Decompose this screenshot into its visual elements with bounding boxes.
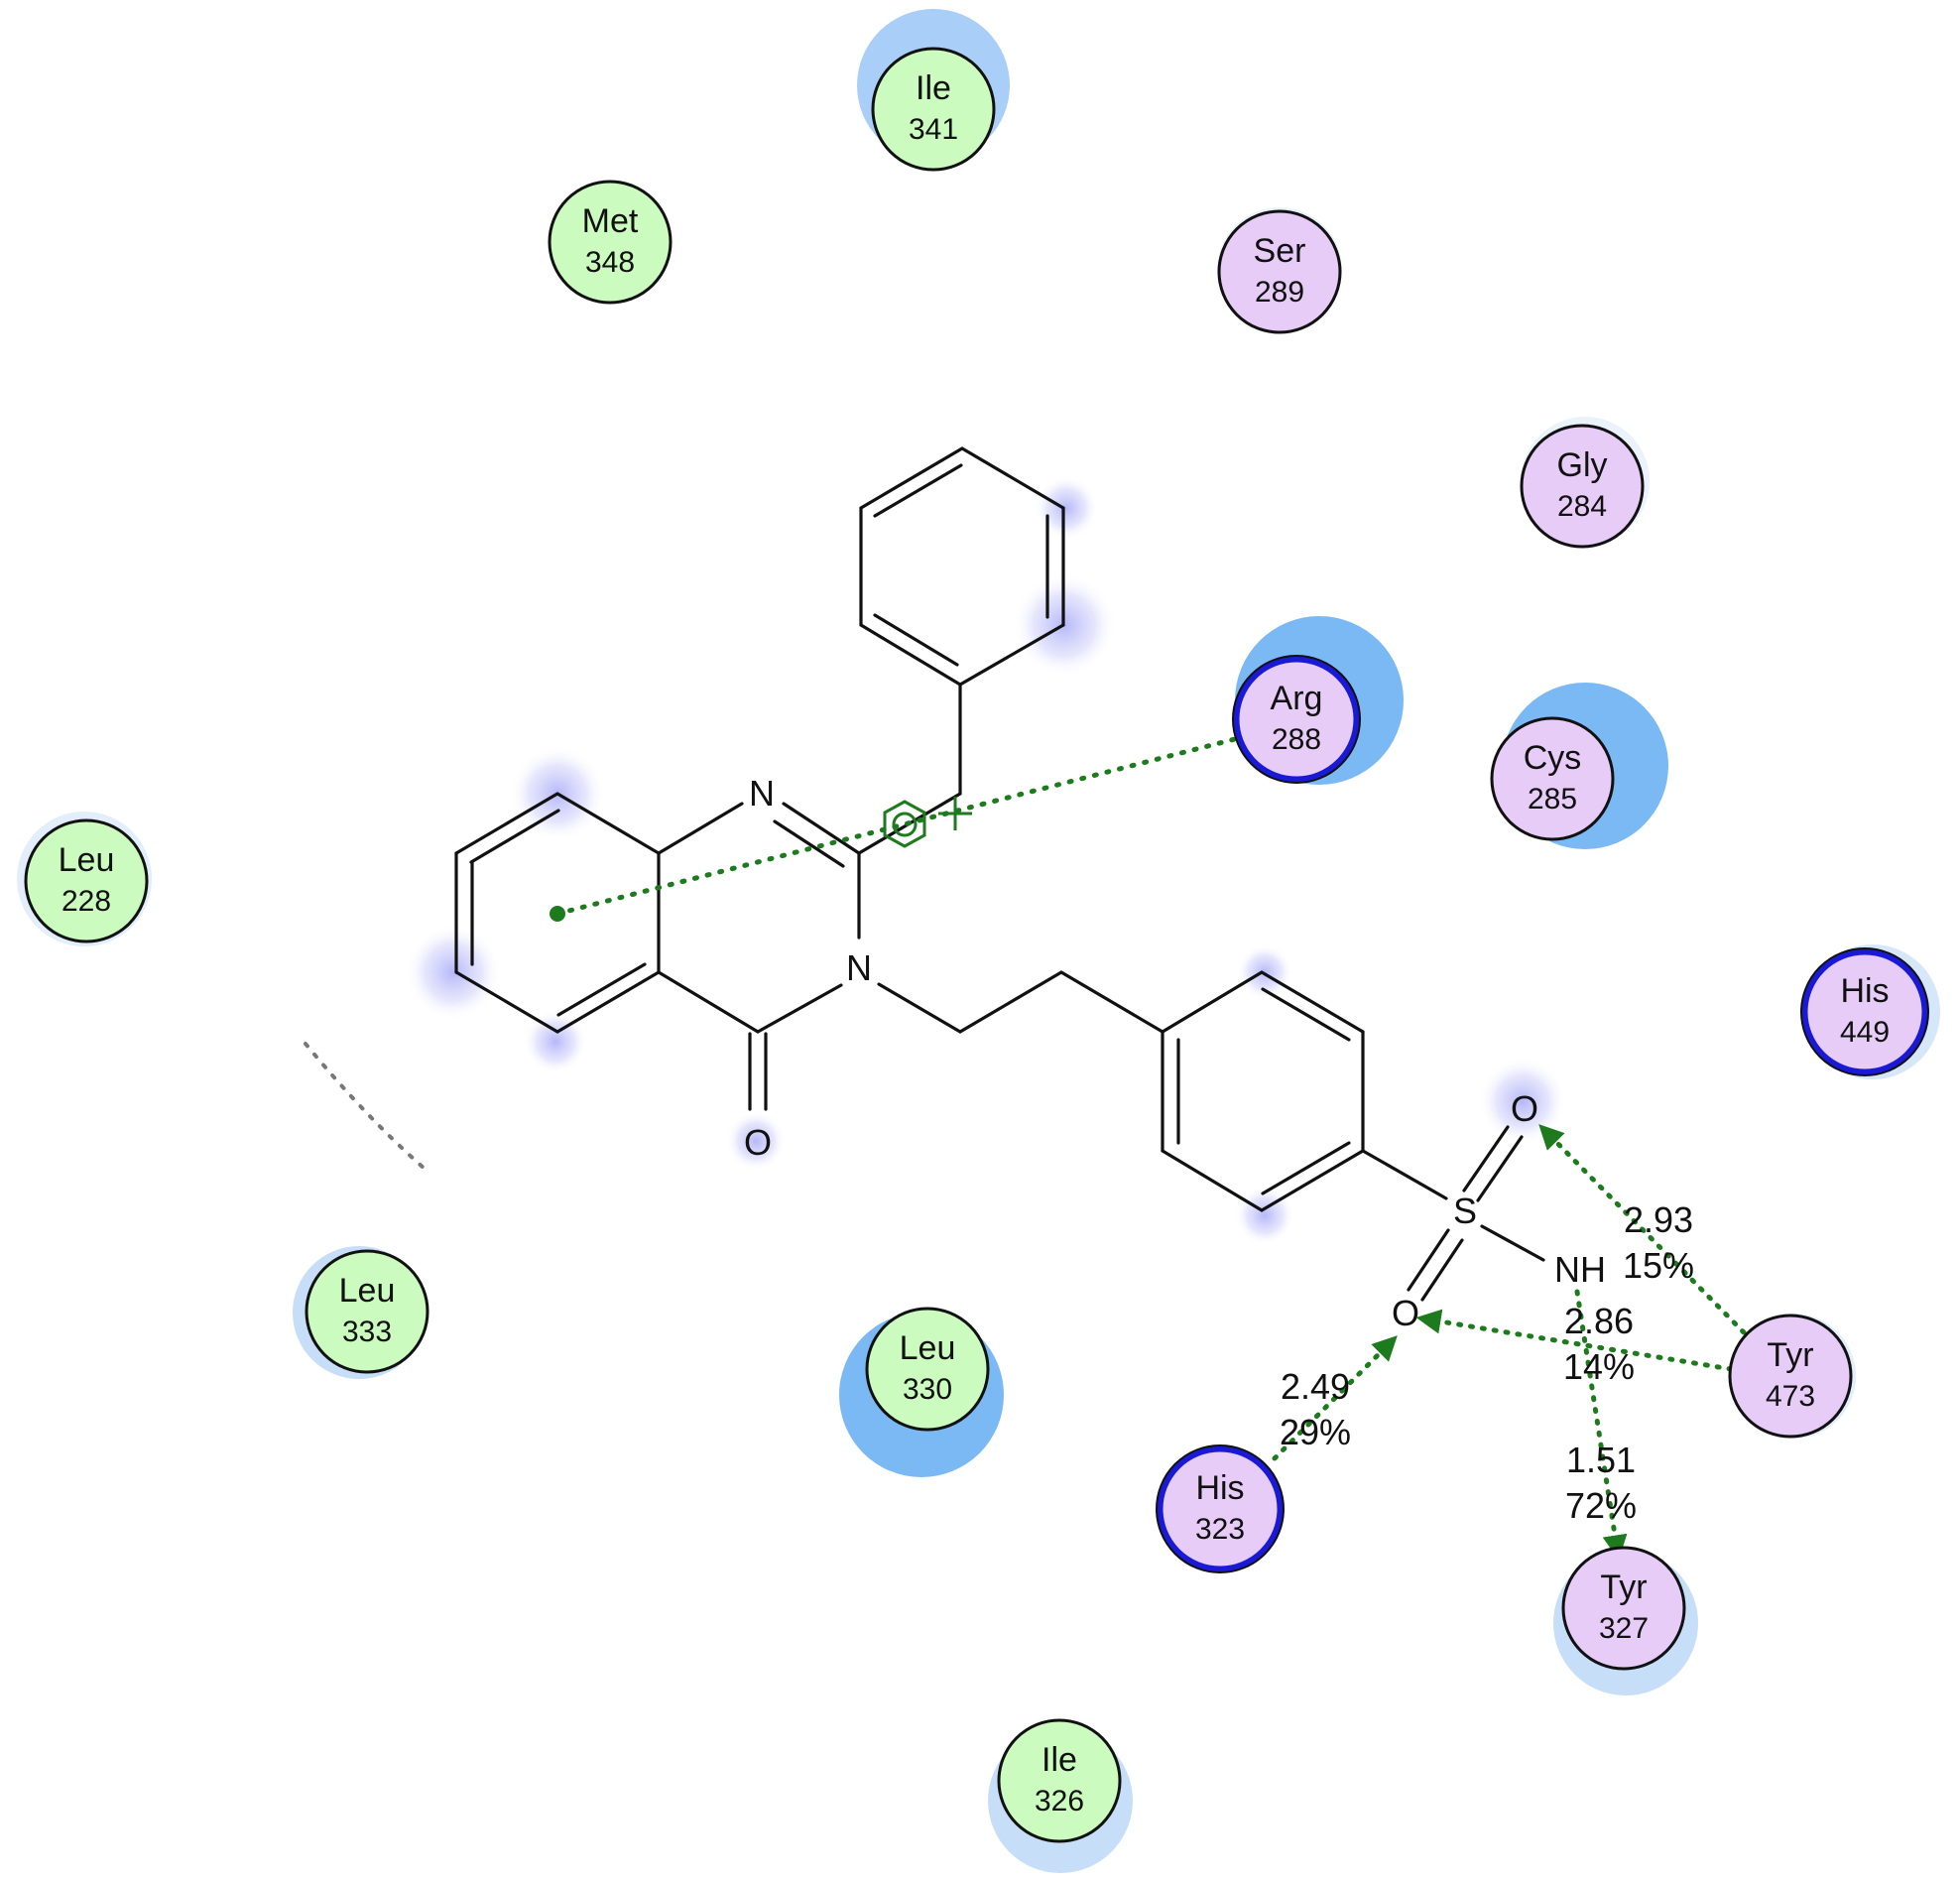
pi-cation-line <box>554 736 1238 917</box>
residue-number: 330 <box>903 1373 952 1406</box>
residue-tyr473: Tyr 473 <box>1728 1314 1853 1439</box>
residue-arg288: Arg 288 <box>1232 655 1361 784</box>
residue-name: Arg <box>1271 680 1323 717</box>
residue-gly284: Gly 284 <box>1520 424 1645 549</box>
residue-ile341: Ile 341 <box>871 47 996 172</box>
residue-name: Leu <box>900 1329 956 1367</box>
atom-o-sulfonyl-top: O <box>1511 1088 1538 1129</box>
residue-name: Met <box>582 202 639 240</box>
residue-name: Leu <box>59 841 115 879</box>
residue-number: 341 <box>909 113 958 146</box>
residue-met348: Met 348 <box>548 180 673 305</box>
hydrogen-bonds <box>1272 1124 1747 1561</box>
hbond-labels: 2.93 15% 2.86 14% 2.49 29% 1.51 72% <box>1280 1199 1694 1526</box>
residue-name: Tyr <box>1600 1568 1647 1606</box>
residue-name: Gly <box>1557 446 1608 484</box>
hbond-nh-tyr327 <box>1574 1289 1628 1561</box>
residue-name: His <box>1840 972 1889 1010</box>
hbond-occupancy: 29% <box>1280 1412 1351 1452</box>
hbond-distance: 2.49 <box>1281 1366 1350 1407</box>
hbond-tyr473-o-top <box>1538 1124 1747 1335</box>
residue-name: His <box>1195 1469 1244 1507</box>
atom-o-carbonyl: O <box>744 1122 772 1163</box>
ring-centroid-dot <box>550 906 565 922</box>
hbond-occupancy: 15% <box>1623 1245 1694 1286</box>
atom-o-sulfonyl-bottom: O <box>1392 1293 1419 1333</box>
atom-glow <box>1479 1058 1566 1145</box>
residue-his449: His 449 <box>1800 947 1929 1076</box>
residue-number: 327 <box>1599 1612 1649 1645</box>
residue-number: 288 <box>1272 723 1321 756</box>
hbond-occupancy: 72% <box>1565 1485 1637 1526</box>
pi-cation-interaction <box>550 736 1238 922</box>
residue-number: 348 <box>585 246 635 279</box>
ligand-exposure-glows <box>406 476 1566 1245</box>
residue-his323: His 323 <box>1156 1444 1285 1573</box>
residue-leu333: Leu 333 <box>305 1249 429 1374</box>
residues: Ile 341 Met 348 Ser 289 Gly 284 Arg 288 … <box>24 47 1929 1843</box>
hbond-distance: 2.86 <box>1564 1301 1634 1341</box>
atom-nh: NH <box>1554 1249 1606 1290</box>
atom-glow <box>524 1010 587 1073</box>
residue-name: Ile <box>1041 1741 1077 1779</box>
residue-number: 323 <box>1195 1513 1245 1546</box>
residue-ser289: Ser 289 <box>1217 209 1342 334</box>
atom-glow <box>1235 1186 1294 1245</box>
atom-glow <box>406 925 501 1020</box>
atom-glow <box>726 1111 786 1171</box>
residue-leu228: Leu 228 <box>24 818 149 943</box>
residue-name: Ser <box>1254 232 1306 270</box>
residue-ile326: Ile 326 <box>997 1718 1122 1843</box>
ligand-bonds <box>454 446 1545 1302</box>
residue-leu330: Leu 330 <box>865 1307 990 1432</box>
hbond-occupancy: 14% <box>1563 1346 1635 1387</box>
residue-number: 285 <box>1528 783 1577 816</box>
ligand-atoms: N N O S O O NH <box>744 773 1606 1333</box>
residue-cys285: Cys 285 <box>1490 716 1615 841</box>
residue-tyr327: Tyr 327 <box>1561 1546 1686 1671</box>
residue-number: 326 <box>1035 1785 1084 1818</box>
pi-cation-icon <box>883 797 972 848</box>
hbond-distance: 1.51 <box>1566 1440 1636 1480</box>
residue-number: 449 <box>1840 1016 1890 1049</box>
solvent-boundary-arc <box>304 1042 427 1171</box>
atom-n1: N <box>749 773 775 814</box>
atom-glow <box>1035 476 1098 540</box>
hbond-his323-o-bottom <box>1272 1335 1398 1461</box>
residue-number: 473 <box>1766 1380 1815 1413</box>
hbond-tyr473-o-bottom <box>1415 1309 1734 1372</box>
residue-number: 289 <box>1255 276 1304 309</box>
atom-n3: N <box>846 947 872 988</box>
residue-number: 284 <box>1557 490 1607 523</box>
residue-name: Leu <box>339 1272 396 1310</box>
residue-name: Cys <box>1524 739 1582 777</box>
residue-number: 228 <box>61 885 111 918</box>
residue-name: Tyr <box>1767 1336 1813 1374</box>
residue-number: 333 <box>342 1316 392 1348</box>
residue-name: Ile <box>916 69 951 107</box>
hbond-distance: 2.93 <box>1624 1199 1693 1240</box>
atom-s: S <box>1453 1191 1477 1231</box>
